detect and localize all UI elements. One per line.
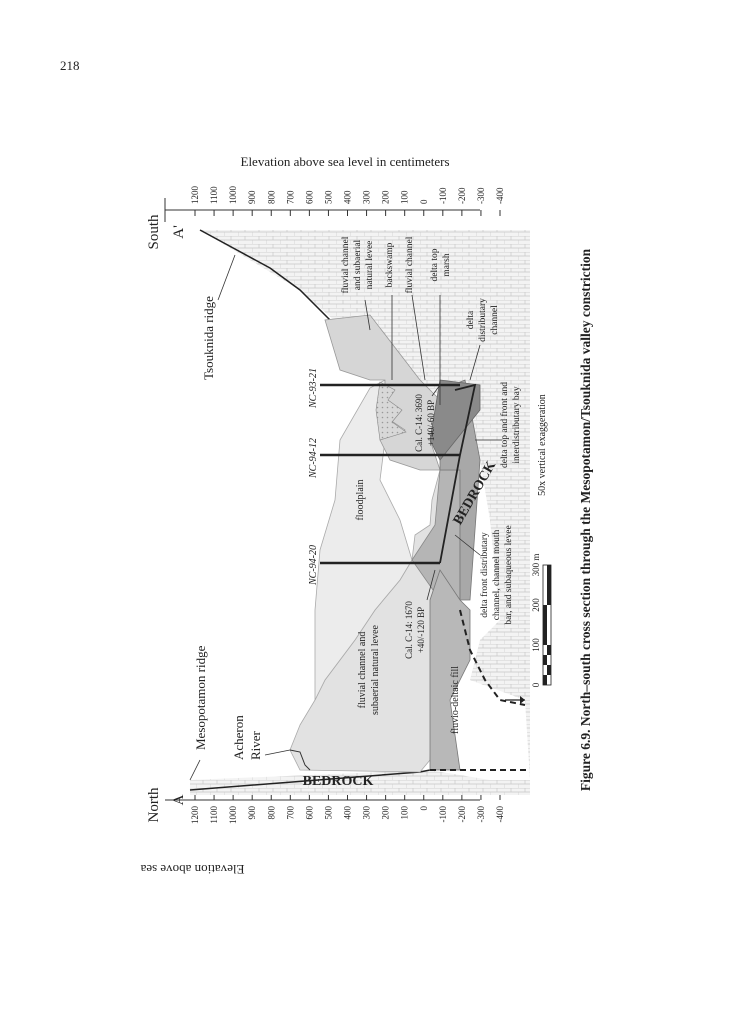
floodplain-label: floodplain xyxy=(355,479,366,520)
fluvio-deltaic-fill-label: fluvio-deltaic fill xyxy=(450,666,461,734)
elevation-tick-label-left: -200 xyxy=(457,806,467,823)
elevation-tick-label-left: 100 xyxy=(400,806,410,820)
mesopotamon-ridge-label: Mesopotamon ridge xyxy=(193,645,208,750)
date2-line2: +140/-60 BP xyxy=(426,400,436,446)
elevation-tick-label-right: 600 xyxy=(304,190,314,204)
south-marker: A' xyxy=(171,225,187,239)
date2-line1: Cal. C-14: 3690 xyxy=(414,394,424,452)
delta-top-marsh-label-2: marsh xyxy=(442,253,452,276)
elevation-tick-label-left: -400 xyxy=(495,806,505,823)
elevation-tick-label-left: -300 xyxy=(476,806,486,823)
scale-tick-0: 0 xyxy=(531,682,541,687)
north-marker: A xyxy=(171,794,187,805)
elevation-tick-label-right: 200 xyxy=(381,190,391,204)
delta-front-label-2: channel, channel mouth xyxy=(492,530,502,621)
bedrock-boundary-dashed xyxy=(459,609,526,706)
floodplain-unit xyxy=(314,379,413,701)
acheron-river-label-2: River xyxy=(248,730,263,760)
scale-tick-1: 100 xyxy=(531,638,541,652)
date1-line2: +40/-120 BP xyxy=(416,607,426,653)
elevation-tick-label-left: 0 xyxy=(419,806,429,811)
elevation-tick-label-right: 800 xyxy=(266,190,276,204)
elevation-tick-label-right: 100 xyxy=(400,190,410,204)
core-label-nc-94-20: NC-94-20 xyxy=(308,545,319,586)
core-label-nc-94-12: NC-94-12 xyxy=(308,438,319,479)
elevation-tick-label-left: 900 xyxy=(247,806,257,820)
delta-surface-line xyxy=(439,383,477,564)
elevation-tick-label-left: 500 xyxy=(323,806,333,820)
elevation-tick-label-left: 800 xyxy=(266,806,276,820)
bedrock-north xyxy=(190,770,530,795)
elevation-tick-label-right: 300 xyxy=(362,190,372,204)
delta-distributary-label-1: delta xyxy=(466,310,476,329)
backswamp-label: backswamp xyxy=(385,242,395,287)
fluvial-levee-north-label-1: fluvial channel and xyxy=(357,632,368,709)
elevation-tick-label-right: -100 xyxy=(438,187,448,204)
elevation-tick-label-right: 0 xyxy=(419,199,429,204)
delta-distributary-label-2: distributary xyxy=(478,298,488,342)
scale-bar: 0 100 200 300 m xyxy=(531,554,552,687)
scale-tick-2: 200 xyxy=(531,598,541,612)
elevation-tick-label-right: 1100 xyxy=(209,186,219,204)
delta-front-label-1: delta front distributary xyxy=(479,532,490,618)
elevation-tick-label-right: -400 xyxy=(495,187,505,204)
fluvial-levee-north-label-2: subaerial natural levee xyxy=(370,624,381,715)
elevation-tick-label-left: 1100 xyxy=(209,806,219,824)
axis-title-right: Elevation above sea level in centimeters xyxy=(241,154,450,169)
delta-top-bay-label-1: delta top and front and xyxy=(499,382,510,468)
elevation-tick-label-left: -100 xyxy=(438,806,448,823)
elevation-tick-label-left: 200 xyxy=(381,806,391,820)
elevation-tick-label-right: 400 xyxy=(343,190,353,204)
north-label: North xyxy=(146,787,162,822)
elevation-tick-label-left: 300 xyxy=(362,806,372,820)
fluvial-levee-south-label-3: natural levee xyxy=(365,241,375,290)
elevation-tick-label-right: -300 xyxy=(476,187,486,204)
page-number: 218 xyxy=(60,58,80,73)
elevation-tick-label-left: 700 xyxy=(285,806,295,820)
elevation-tick-label-right: 900 xyxy=(247,190,257,204)
fluvial-channel-label: fluvial channel xyxy=(404,236,415,293)
backswamp-unit xyxy=(375,381,407,441)
scale-tick-3: 300 m xyxy=(531,554,541,577)
elevation-tick-label-right: 1000 xyxy=(228,186,238,205)
delta-top-bay-label-2: interdistributary bay xyxy=(512,386,522,464)
vertical-exaggeration-label: 50x vertical exaggeration xyxy=(537,394,548,496)
fluvial-levee-south-label-1: fluvial channel xyxy=(340,236,351,293)
axis-title-left: Elevation above sea level in centimeters xyxy=(140,862,245,877)
fluvial-levee-south-label-2: and subaerial xyxy=(353,239,363,290)
cores: NC-94-20 NC-94-12 NC-93-21 xyxy=(308,368,460,586)
elevation-tick-label-left: 1000 xyxy=(228,806,238,825)
delta-front-label-3: bar, and subaqueous levee xyxy=(504,525,514,624)
acheron-river-label-1: Acheron xyxy=(231,715,246,760)
south-label: South xyxy=(146,214,162,250)
core-label-nc-93-21: NC-93-21 xyxy=(308,368,319,409)
elevation-tick-label-right: 1200 xyxy=(190,186,200,205)
figure-caption: Figure 6.9. North–south cross section th… xyxy=(578,248,593,792)
elevation-tick-label-left: 400 xyxy=(343,806,353,820)
date1-line1: Cal. C-14: 1670 xyxy=(404,601,414,659)
elevation-tick-label-left: 1200 xyxy=(190,806,200,825)
elevation-tick-label-right: 700 xyxy=(285,190,295,204)
elevation-tick-label-right: 500 xyxy=(323,190,333,204)
delta-distributary-label-3: channel xyxy=(490,305,500,335)
delta-top-marsh-label-1: delta top xyxy=(430,248,440,281)
elevation-tick-label-left: 600 xyxy=(304,806,314,820)
bedrock-north-label: BEDROCK xyxy=(303,774,374,789)
delta-top-marsh-unit xyxy=(429,379,481,461)
acheron-river-channel xyxy=(289,749,311,771)
tsouknida-ridge-label: Tsouknida ridge xyxy=(201,296,216,380)
elevation-tick-label-right: -200 xyxy=(457,187,467,204)
bedrock-south xyxy=(200,230,530,780)
